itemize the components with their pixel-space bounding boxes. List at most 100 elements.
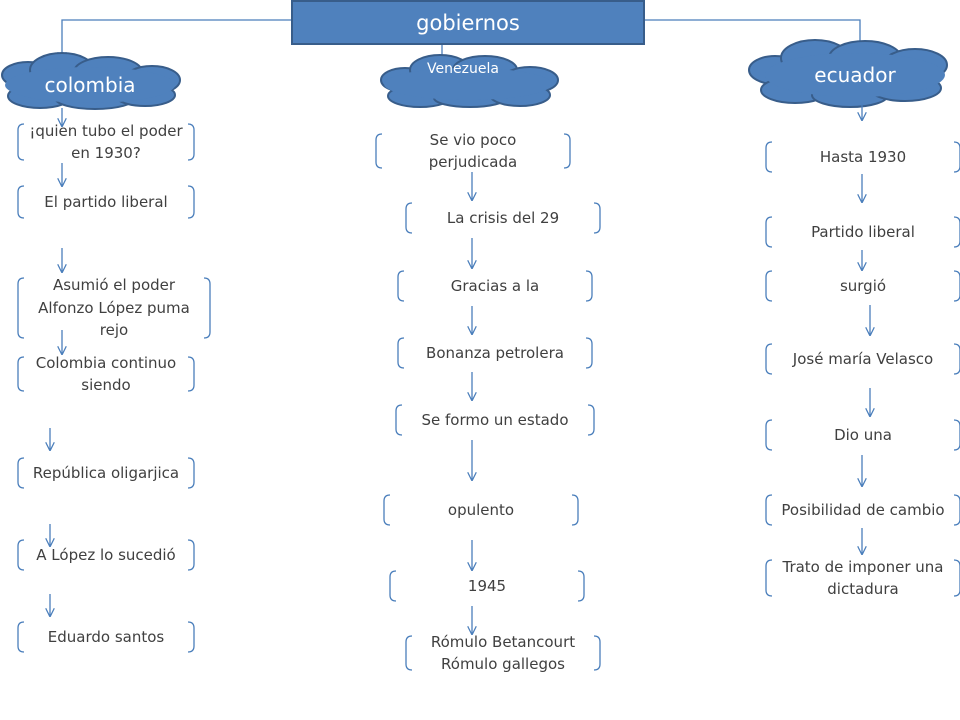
venezuela-node-line: Rómulo Betancourt: [430, 632, 576, 651]
venezuela-node-text: opulento: [448, 499, 514, 522]
colombia-node-text: Colombia continuo siendo: [36, 352, 176, 397]
venezuela-bracket-left: [395, 404, 403, 436]
ecuador-node-text: Hasta 1930: [820, 146, 906, 169]
colombia-node-line: siendo: [81, 376, 131, 394]
colombia-bracket-left: [17, 123, 25, 161]
ecuador-node-line: Hasta 1930: [819, 147, 907, 166]
ecuador-bracket-left: [765, 270, 773, 302]
cloud-label-colombia: colombia: [44, 73, 136, 97]
connector-to-colombia: [62, 19, 291, 60]
venezuela-node-line: Se formo un estado: [421, 410, 569, 429]
colombia-node-line: A López lo sucedió: [36, 545, 176, 564]
ecuador-bracket-right: [953, 494, 960, 526]
ecuador-bracket-right: [953, 343, 960, 375]
colombia-node-line: ¡quien tubo el poder: [29, 121, 183, 140]
ecuador-node-text: Dio una: [834, 424, 892, 447]
venezuela-bracket-left: [375, 133, 383, 169]
colombia-bracket-right: [187, 539, 195, 571]
cloud-venezuela: [380, 54, 559, 108]
ecuador-bracket-right: [953, 270, 960, 302]
ecuador-bracket-left: [765, 343, 773, 375]
ecuador-node-4: José maría Velasco: [766, 340, 960, 378]
diagram-title: gobiernos: [416, 10, 520, 35]
colombia-bracket-right: [187, 185, 195, 219]
cloud-ecuador: [748, 39, 948, 108]
venezuela-bracket-right: [593, 202, 601, 234]
colombia-node-line: Colombia continuo: [35, 353, 177, 372]
ecuador-node-text: Posibilidad de cambio: [781, 499, 944, 522]
venezuela-bracket-left: [383, 494, 391, 526]
cloud-label-venezuela: Venezuela: [427, 61, 499, 77]
ecuador-bracket-right: [953, 141, 960, 173]
ecuador-bracket-left: [765, 216, 773, 248]
ecuador-node-line: Partido liberal: [811, 222, 915, 241]
venezuela-bracket-left: [389, 570, 397, 602]
ecuador-node-3: surgió: [766, 267, 960, 305]
colombia-node-line: Eduardo santos: [47, 627, 165, 646]
colombia-bracket-left: [17, 356, 25, 392]
venezuela-node-text: Se formo un estado: [421, 409, 568, 432]
venezuela-bracket-left: [405, 635, 413, 671]
cloud-colombia: [1, 52, 181, 110]
colombia-bracket-left: [17, 621, 25, 653]
colombia-node-text: ¡quien tubo el poder en 1930?: [29, 120, 182, 165]
ecuador-node-line: surgió: [839, 276, 887, 295]
ecuador-bracket-right: [953, 216, 960, 248]
venezuela-bracket-right: [585, 270, 593, 302]
ecuador-node-text: Partido liberal: [811, 221, 915, 244]
ecuador-bracket-left: [765, 559, 773, 597]
colombia-node-text: El partido liberal: [44, 191, 167, 214]
colombia-node-text: Eduardo santos: [48, 626, 164, 649]
ecuador-node-text: surgió: [840, 275, 886, 298]
venezuela-node-line: Rómulo gallegos: [441, 655, 565, 673]
colombia-node-text: A López lo sucedió: [36, 544, 175, 567]
venezuela-bracket-right: [563, 133, 571, 169]
colombia-node-2: El partido liberal: [18, 182, 194, 222]
colombia-node-line: en 1930?: [71, 144, 141, 162]
venezuela-node-text: Bonanza petrolera: [426, 342, 564, 365]
colombia-bracket-left: [17, 277, 25, 339]
ecuador-node-1: Hasta 1930: [766, 138, 960, 176]
ecuador-node-line: José maría Velasco: [792, 349, 934, 368]
venezuela-bracket-right: [577, 570, 585, 602]
cloud-label-ecuador: ecuador: [814, 63, 896, 87]
colombia-node-line: Asumió el poder: [52, 276, 176, 295]
colombia-bracket-right: [187, 123, 195, 161]
ecuador-node-5: Dio una: [766, 416, 960, 454]
ecuador-bracket-right: [953, 559, 960, 597]
venezuela-node-line: Se vio poco: [429, 130, 517, 149]
ecuador-node-line: dictadura: [827, 580, 899, 598]
venezuela-bracket-right: [587, 404, 595, 436]
colombia-bracket-right: [203, 277, 211, 339]
venezuela-node-3: Gracias a la: [398, 267, 592, 305]
ecuador-node-6: Posibilidad de cambio: [766, 491, 960, 529]
venezuela-node-6: opulento: [384, 491, 578, 529]
venezuela-node-text: Gracias a la: [451, 275, 540, 298]
colombia-node-6: A López lo sucedió: [18, 536, 194, 574]
ecuador-node-line: Posibilidad de cambio: [781, 500, 945, 519]
ecuador-node-2: Partido liberal: [766, 213, 960, 251]
colombia-bracket-left: [17, 539, 25, 571]
venezuela-node-line: 1945: [467, 576, 507, 595]
colombia-node-line: Alfonzo López puma: [38, 298, 190, 317]
node-arrows: [50, 104, 870, 634]
venezuela-bracket-left: [397, 270, 405, 302]
colombia-node-line: El partido liberal: [44, 192, 168, 211]
venezuela-bracket-right: [571, 494, 579, 526]
venezuela-bracket-left: [397, 337, 405, 369]
venezuela-node-text: 1945: [468, 575, 506, 598]
venezuela-node-7: 1945: [390, 567, 584, 605]
colombia-bracket-right: [187, 457, 195, 489]
colombia-node-5: República oligarjica: [18, 454, 194, 492]
ecuador-node-line: Dio una: [834, 425, 892, 444]
colombia-bracket-right: [187, 621, 195, 653]
title-box: gobiernos: [291, 0, 645, 45]
venezuela-node-4: Bonanza petrolera: [398, 334, 592, 372]
ecuador-node-text: José maría Velasco: [793, 348, 933, 371]
